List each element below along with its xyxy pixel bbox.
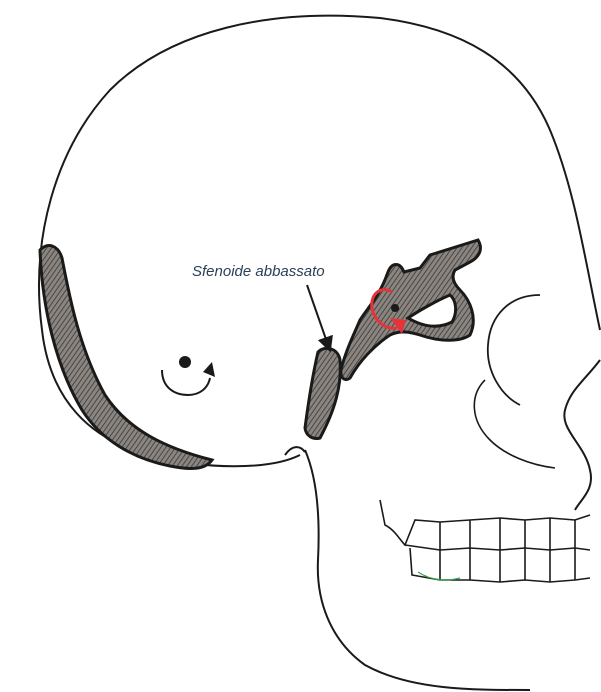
sphenoid-bone [341,240,481,380]
sphenoid-center-dot [391,304,399,312]
orbit-outline [488,295,540,405]
label-pointer-arrow [307,285,328,345]
occipital-rotation-symbol [162,356,215,395]
gum-line [418,572,460,580]
mastoid-outline [285,447,305,455]
teeth-bite-line [405,545,590,550]
teeth [380,500,590,582]
sphenoid-label: Sfenoide abbassato [192,263,325,280]
face-outline [564,360,600,510]
upper-teeth-outline [380,500,590,545]
cheekbone-outline [474,380,555,468]
jaw-outline [305,450,530,690]
rotation-arrow-icon [162,370,210,395]
temporal-fragment [305,348,340,438]
rotation-center-dot [179,356,191,368]
rotation-arrowhead-icon [203,362,215,377]
